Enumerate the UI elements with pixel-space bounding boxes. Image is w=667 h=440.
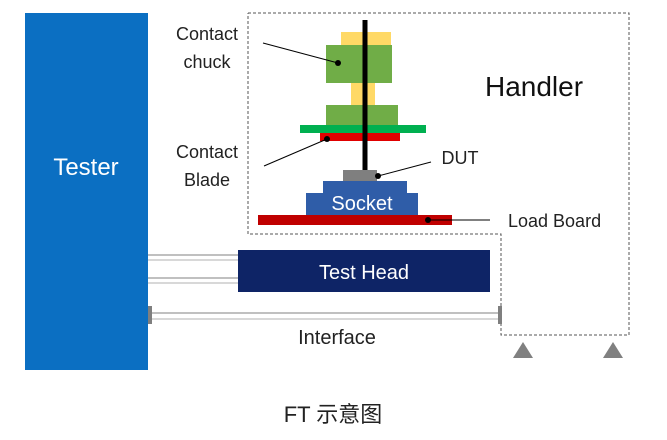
- interface-label: Interface: [298, 327, 376, 349]
- handler-outline: [247, 12, 630, 336]
- test-head-block: [238, 250, 490, 292]
- interface-bar: [148, 306, 502, 324]
- handler-label: Handler: [485, 71, 583, 102]
- test-head-label: Test Head: [319, 262, 409, 284]
- contact-chuck-dot: [335, 60, 341, 66]
- diagram-caption: FT 示意图: [284, 402, 383, 427]
- contact-blade-label-line2: Blade: [184, 170, 230, 190]
- contact-blade-dot: [324, 136, 330, 142]
- contact-chuck: [326, 32, 398, 125]
- dut-label: DUT: [442, 148, 479, 168]
- load-board: [258, 215, 452, 225]
- tester-label: Tester: [53, 154, 118, 181]
- dut-dot: [375, 173, 381, 179]
- tester-testhead-cables: [148, 254, 240, 284]
- socket-block: [306, 181, 418, 215]
- socket-label: Socket: [331, 193, 393, 215]
- contact-blade-leader: [263, 138, 328, 167]
- contact-blade-label-line1: Contact: [176, 142, 238, 162]
- contact-chuck-label-line2: chuck: [183, 52, 231, 72]
- load-board-dot: [425, 217, 431, 223]
- support-foot-left: [513, 342, 533, 358]
- tester-block: [25, 13, 148, 370]
- contact-chuck-leader: [262, 42, 339, 64]
- load-board-label: Load Board: [508, 211, 601, 231]
- contact-blade-red: [320, 133, 400, 141]
- dut-block: [343, 170, 377, 181]
- support-foot-right: [603, 342, 623, 358]
- contact-chuck-label-line1: Contact: [176, 24, 238, 44]
- dut-leader: [377, 161, 432, 177]
